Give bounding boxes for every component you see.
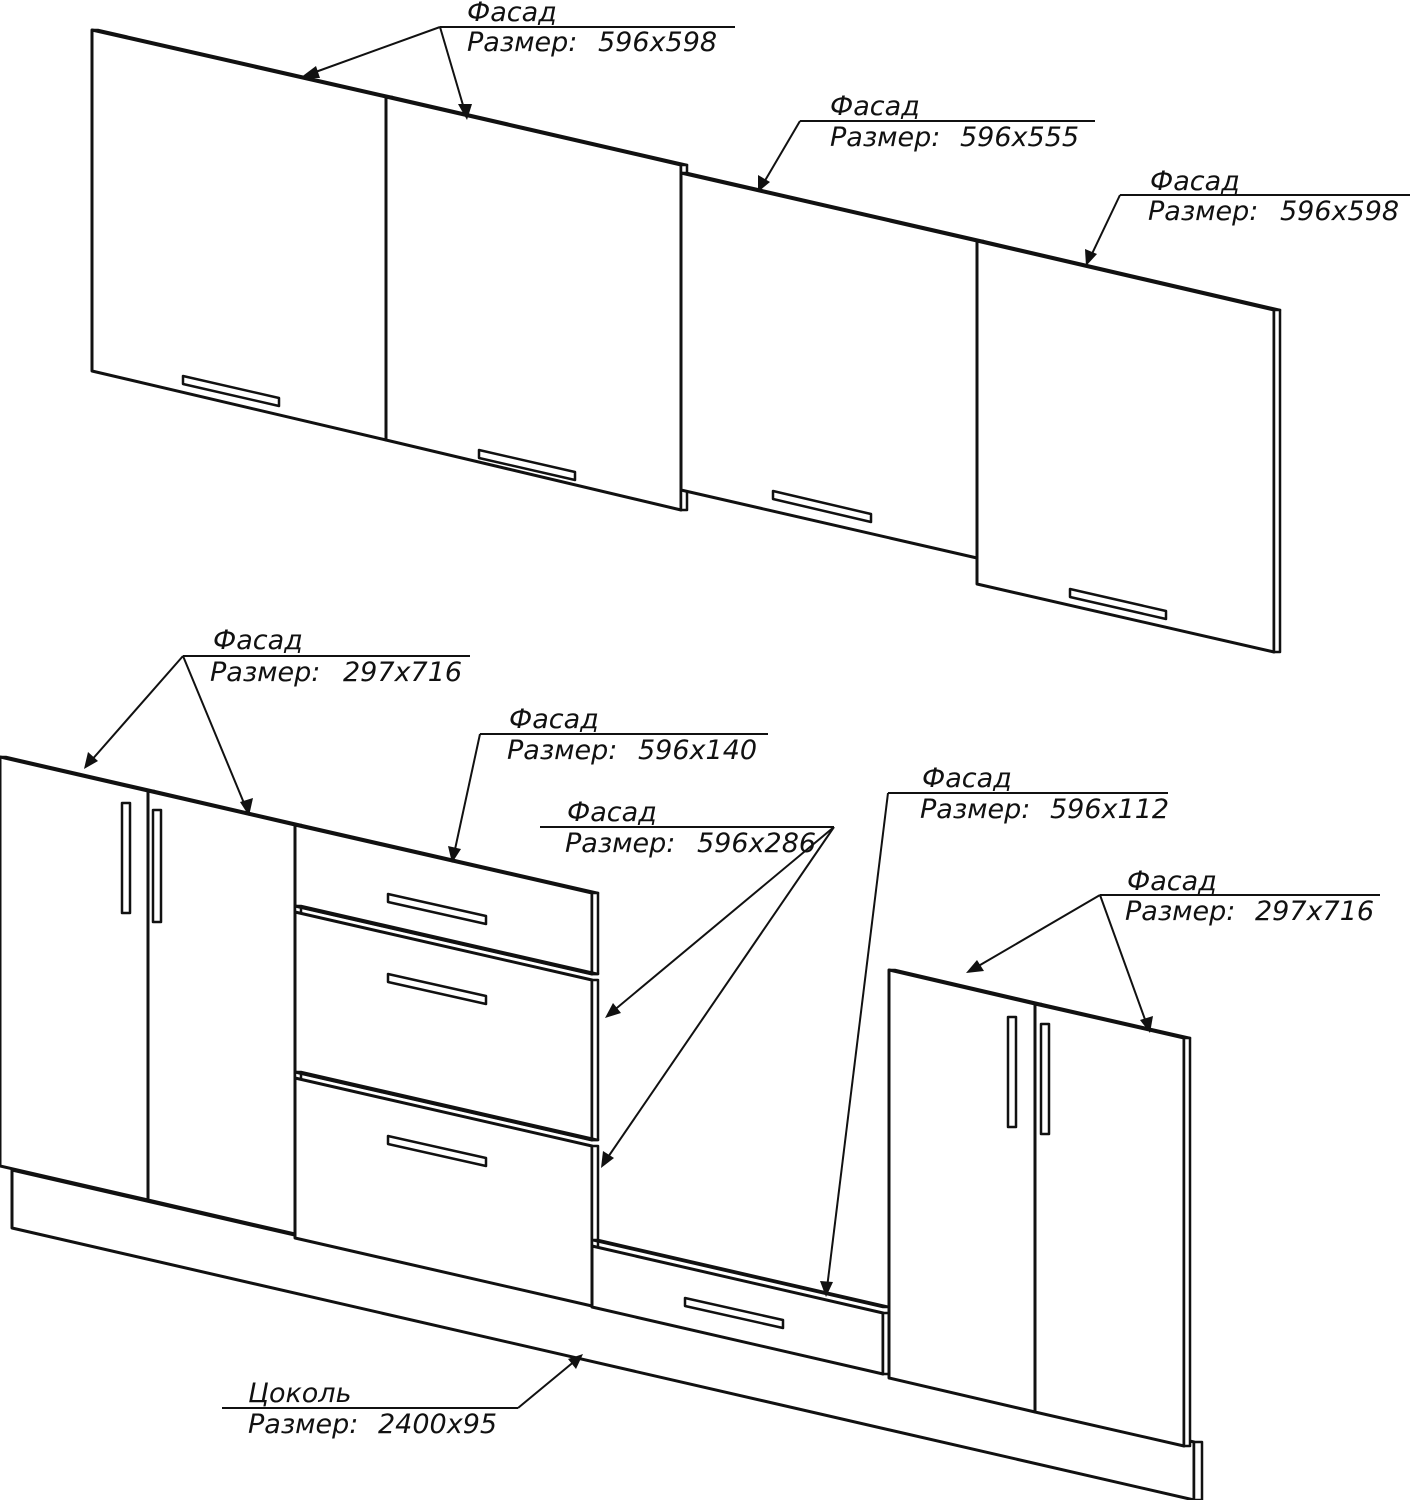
label-size-value: 596x598 <box>1280 196 1399 227</box>
lower-door-right-2 <box>1033 1002 1192 1448</box>
handle-icon <box>386 972 488 1006</box>
label-name: Фасад <box>567 797 657 828</box>
label-name: Фасад <box>830 91 920 122</box>
label-size-value: 596x598 <box>598 27 717 58</box>
lower-door-right-1 <box>887 968 1043 1414</box>
upper-facade-4 <box>975 239 1282 654</box>
callout-lower-596x140: Фасад Размер: 596x140 <box>448 704 768 863</box>
callout-upper-596x598-b: Фасад Размер: 596x598 <box>1085 166 1410 266</box>
label-size-caption: Размер: <box>1125 896 1235 927</box>
drawer-bottom <box>293 1070 600 1308</box>
handle-icon <box>1068 587 1168 621</box>
label-size-value: 297x716 <box>1255 896 1374 927</box>
handle-icon <box>120 801 132 915</box>
label-name: Фасад <box>213 625 303 656</box>
handle-icon <box>477 448 577 482</box>
handle-icon <box>683 1296 785 1330</box>
callout-lower-297x716-a: Фасад Размер: 297x716 <box>84 625 470 816</box>
handle-icon <box>151 808 163 924</box>
lower-door-left-2 <box>146 789 303 1236</box>
label-size-caption: Размер: <box>210 657 320 688</box>
callout-lower-596x112: Фасад Размер: 596x112 <box>820 763 1169 1297</box>
callout-lower-596x286: Фасад Размер: 596x286 <box>540 797 835 1168</box>
callout-upper-596x598-a: Фасад Размер: 596x598 <box>300 0 735 120</box>
label-size-caption: Размер: <box>830 122 940 153</box>
lower-door-left-1 <box>0 755 156 1202</box>
callout-upper-596x555: Фасад Размер: 596x555 <box>758 91 1095 192</box>
upper-facade-1 <box>90 28 394 442</box>
oven-drawer <box>590 1238 891 1376</box>
label-name: Фасад <box>1127 866 1217 897</box>
drawer-top <box>293 823 600 976</box>
upper-facade-2 <box>384 95 689 512</box>
label-name: Фасад <box>1150 166 1240 197</box>
callout-plinth-2400x95: Цоколь Размер: 2400x95 <box>222 1354 583 1440</box>
label-size-value: 2400x95 <box>378 1409 497 1440</box>
label-size-caption: Размер: <box>248 1409 358 1440</box>
handle-icon <box>181 374 281 408</box>
label-size-value: 297x716 <box>343 657 462 688</box>
label-name: Фасад <box>509 704 599 735</box>
handle-icon <box>1039 1022 1051 1136</box>
label-size-caption: Размер: <box>1148 196 1258 227</box>
label-size-caption: Размер: <box>565 828 675 859</box>
label-size-value: 596x286 <box>697 828 816 859</box>
label-size-value: 596x555 <box>960 122 1079 153</box>
label-size-caption: Размер: <box>467 27 577 58</box>
handle-icon <box>386 1134 488 1168</box>
label-name: Цоколь <box>248 1378 351 1409</box>
upper-facade-3 <box>679 171 985 560</box>
drawer-middle <box>293 904 600 1142</box>
label-size-value: 596x112 <box>1050 794 1169 825</box>
label-name: Фасад <box>922 763 1012 794</box>
label-size-value: 596x140 <box>638 735 757 766</box>
handle-icon <box>771 489 873 524</box>
label-size-caption: Размер: <box>507 735 617 766</box>
callout-lower-297x716-b: Фасад Размер: 297x716 <box>966 866 1380 1033</box>
label-size-caption: Размер: <box>920 794 1030 825</box>
handle-icon <box>386 892 488 926</box>
label-name: Фасад <box>467 0 557 28</box>
handle-icon <box>1006 1015 1018 1129</box>
